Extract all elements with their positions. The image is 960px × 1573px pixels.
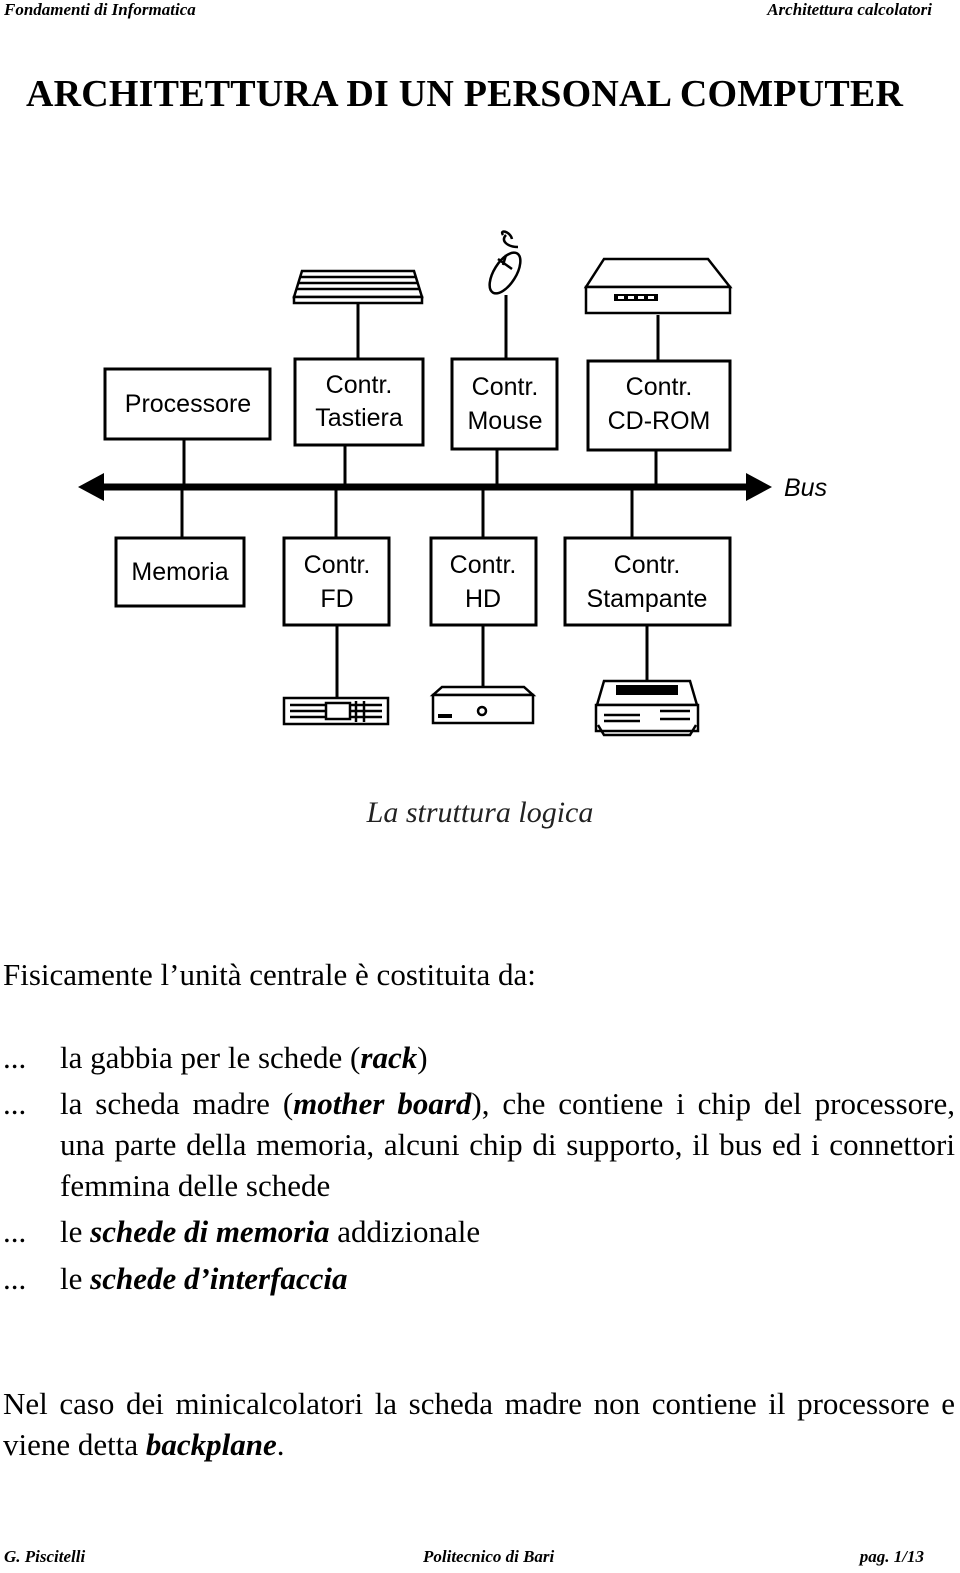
- emphasis-backplane: backplane: [145, 1427, 277, 1462]
- box-memoria: Memoria: [114, 536, 246, 608]
- list-bullet: ...: [3, 1086, 27, 1121]
- box-contr-tastiera: Contr. Tastiera: [293, 357, 425, 447]
- diagram-caption: La struttura logica: [366, 796, 594, 829]
- svg-text:Contr.: Contr.: [472, 373, 539, 401]
- svg-text:HD: HD: [465, 585, 501, 613]
- svg-text:Mouse: Mouse: [467, 407, 542, 435]
- svg-text:Contr.: Contr.: [626, 373, 693, 401]
- box-processore: Processore: [103, 367, 272, 441]
- svg-text:FD: FD: [320, 585, 353, 613]
- closing-paragraph: Nel caso dei minicalcolatori la scheda m…: [3, 1386, 955, 1462]
- svg-text:Contr.: Contr.: [326, 371, 393, 399]
- svg-text:Stampante: Stampante: [587, 585, 708, 613]
- footer-author: G. Piscitelli: [4, 1547, 86, 1566]
- box-contr-hd: Contr. HD: [429, 536, 538, 627]
- header-left: Fondamenti di Informatica: [4, 0, 196, 19]
- box-contr-mouse: Contr. Mouse: [450, 357, 559, 451]
- svg-text:CD-ROM: CD-ROM: [608, 407, 711, 435]
- box-contr-cdrom: Contr. CD-ROM: [586, 359, 732, 452]
- list-item: ... le schede di memoria addizionale: [3, 1211, 955, 1252]
- intro-paragraph: Fisicamente l’unità centrale è costituit…: [3, 957, 536, 992]
- page-title: ARCHITETTURA DI UN PERSONAL COMPUTER: [26, 73, 904, 115]
- emphasis-schede-interfaccia: schede d’interfaccia: [90, 1261, 348, 1296]
- bus: Bus: [78, 473, 827, 502]
- bus-arrow-left-icon: [78, 473, 104, 501]
- list-bullet: ...: [3, 1214, 27, 1249]
- list-item: ... la gabbia per le schede (rack): [3, 1037, 955, 1078]
- svg-text:Contr.: Contr.: [450, 551, 517, 579]
- box-contr-stampante: Contr. Stampante: [563, 536, 732, 627]
- header-right: Architettura calcolatori: [767, 0, 932, 19]
- svg-text:Tastiera: Tastiera: [315, 404, 403, 432]
- list-item: ... le schede d’interfaccia: [3, 1258, 955, 1299]
- footer-page-number: pag. 1/13: [859, 1547, 924, 1566]
- list-bullet: ...: [3, 1261, 27, 1296]
- emphasis-schede-memoria: schede di memoria: [90, 1214, 330, 1249]
- box-contr-fd: Contr. FD: [282, 536, 391, 627]
- svg-text:Memoria: Memoria: [131, 558, 228, 586]
- list-item: ... la scheda madre (mother board), che …: [3, 1083, 955, 1206]
- cdrom-drive-icon: [583, 257, 733, 315]
- bus-arrow-right-icon: [746, 473, 772, 501]
- svg-text:Contr.: Contr.: [614, 551, 681, 579]
- architecture-diagram: Bus Processore Contr. Tastiera Contr. Mo…: [78, 230, 827, 737]
- bus-label: Bus: [784, 474, 827, 502]
- mouse-icon: [488, 230, 522, 295]
- footer-institution: Politecnico di Bari: [423, 1547, 555, 1566]
- floppy-drive-icon: [282, 696, 390, 726]
- svg-text:Contr.: Contr.: [304, 551, 371, 579]
- emphasis-mother-board: mother board: [293, 1086, 472, 1121]
- svg-text:Processore: Processore: [125, 390, 251, 418]
- printer-icon: [594, 679, 700, 737]
- list-bullet: ...: [3, 1040, 27, 1075]
- emphasis-rack: rack: [360, 1040, 418, 1075]
- hard-disk-icon: [429, 685, 537, 725]
- keyboard-icon: [292, 269, 424, 305]
